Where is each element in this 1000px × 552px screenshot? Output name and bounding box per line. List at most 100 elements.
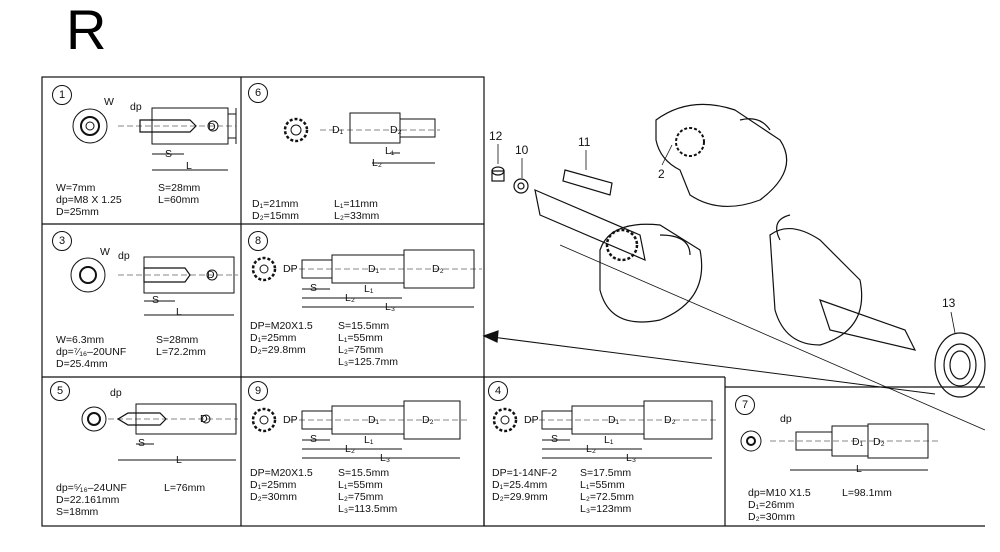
panel-1-spec-2: dp=M8 X 1.25: [56, 194, 122, 206]
panel-9-spec-7: L₃=113.5mm: [338, 503, 398, 515]
dim-s-9: S: [310, 433, 318, 445]
dim-d-3: D: [207, 269, 215, 281]
dim-d-5: D: [200, 413, 208, 425]
dim-d2-6: D₂: [390, 124, 402, 136]
dim-l1-9: L₁: [364, 434, 374, 446]
dim-s-1: S: [165, 148, 173, 160]
callout-2: 2: [658, 167, 665, 181]
panel-7-spec-4: L=98.1mm: [842, 487, 892, 499]
callout-12: 12: [489, 129, 503, 143]
panel-5-spec-2: D=22.161mm: [56, 494, 120, 506]
dim-l3-8: L₃: [385, 301, 396, 313]
dim-l2-9: L₂: [345, 443, 355, 455]
dim-dp-8: DP: [283, 263, 298, 275]
dim-w-3: W: [100, 246, 110, 258]
dim-l-5: L: [176, 454, 182, 466]
panel-3-spec-5: L=72.2mm: [156, 346, 206, 358]
dim-w-1: W: [104, 96, 114, 108]
panel-6-spec-1: D₁=21mm: [252, 198, 299, 210]
panel-3-spec-4: S=28mm: [156, 334, 199, 346]
panel-4-spec-7: L₃=123mm: [580, 503, 632, 515]
panel-1-number: 1: [52, 85, 72, 105]
dim-l3-9: L₃: [380, 452, 391, 464]
dim-l1-8: L₁: [364, 283, 374, 295]
dim-d1-8: D₁: [368, 263, 380, 275]
panel-5-number: 5: [50, 381, 70, 401]
panel-3-spec-2: dp=⁷⁄₁₆–20UNF: [56, 346, 127, 358]
panel-3-number: 3: [52, 231, 72, 251]
panel-3-spec-1: W=6.3mm: [56, 334, 105, 346]
panel-6-spec-2: D₂=15mm: [252, 210, 299, 222]
panel-6-spec-3: L₁=11mm: [334, 198, 378, 210]
dim-d2-4: D₂: [664, 414, 676, 426]
dim-l2-6: L₂: [372, 157, 382, 169]
panel-1-spec-5: L=60mm: [158, 194, 200, 206]
panel-1-spec-3: D=25mm: [56, 206, 99, 218]
panel-8-spec-1: DP=M20X1.5: [250, 320, 313, 332]
callout-13: 13: [942, 296, 956, 310]
panel-1-spec-1: W=7mm: [56, 182, 96, 194]
panel-8-spec-4: S=15.5mm: [338, 320, 390, 332]
panel-8-spec-3: D₂=29.8mm: [250, 344, 306, 356]
panel-5-spec-3: S=18mm: [56, 506, 99, 518]
dim-dp-7: dp: [780, 413, 792, 425]
dim-d1-4: D₁: [608, 414, 620, 426]
panel-8-spec-6: L₂=75mm: [338, 344, 384, 356]
dim-dp-3: dp: [118, 250, 130, 262]
panel-9-spec-1: DP=M20X1.5: [250, 467, 313, 479]
dim-d1-9: D₁: [368, 414, 380, 426]
panel-7-spec-1: dp=M10 X1.5: [748, 487, 811, 499]
panel-8-spec-5: L₁=55mm: [338, 332, 383, 344]
dim-s-4: S: [551, 433, 559, 445]
panel-4-spec-2: D₁=25.4mm: [492, 479, 548, 491]
dim-d1-7: D₁: [852, 436, 864, 448]
dim-l3-4: L₃: [626, 452, 637, 464]
panel-6-spec-4: L₂=33mm: [334, 210, 380, 222]
panel-9-number: 9: [248, 381, 268, 401]
panel-4-spec-4: S=17.5mm: [580, 467, 632, 479]
panel-8-spec-2: D₁=25mm: [250, 332, 297, 344]
callout-10: 10: [515, 143, 529, 157]
panel-4-spec-1: DP=1-14NF-2: [492, 467, 558, 479]
panel-3-spec-3: D=25.4mm: [56, 358, 108, 370]
panel-7-spec-2: D₁=26mm: [748, 499, 795, 511]
callout-11: 11: [578, 135, 591, 149]
dim-dp-9: DP: [283, 414, 298, 426]
panel-6-number: 6: [248, 83, 268, 103]
dim-s-5: S: [138, 437, 146, 449]
dim-s-3: S: [152, 294, 160, 306]
dim-l1-4: L₁: [604, 434, 614, 446]
panel-4-spec-3: D₂=29.9mm: [492, 491, 548, 503]
panel-9-spec-3: D₂=30mm: [250, 491, 297, 503]
panel-4-spec-6: L₂=72.5mm: [580, 491, 634, 503]
dim-l1-6: L₁: [385, 145, 395, 157]
panel-4-spec-5: L₁=55mm: [580, 479, 625, 491]
panel-7-number: 7: [735, 395, 755, 415]
dim-l2-8: L₂: [345, 292, 355, 304]
panel-7-spec-3: D₂=30mm: [748, 511, 795, 523]
panel-4-number: 4: [488, 381, 508, 401]
dim-d2-7: D₂: [873, 436, 885, 448]
dim-d1-6: D₁: [332, 124, 344, 136]
panel-9-spec-4: S=15.5mm: [338, 467, 390, 479]
panel-8-number: 8: [248, 231, 268, 251]
dim-l2-4: L₂: [586, 443, 596, 455]
dim-d2-8: D₂: [432, 263, 444, 275]
panel-8-spec-7: L₃=125.7mm: [338, 356, 399, 368]
panel-9-spec-6: L₂=75mm: [338, 491, 384, 503]
panel-9-spec-2: D₁=25mm: [250, 479, 297, 491]
dim-l-7: L: [856, 463, 862, 475]
panel-5-spec-1: dp=⁵⁄₁₆–24UNF: [56, 482, 127, 494]
panel-1-spec-4: S=28mm: [158, 182, 201, 194]
dim-dp-1: dp: [130, 101, 142, 113]
dim-l-3: L: [176, 306, 182, 318]
dim-dp-4: DP: [524, 414, 539, 426]
dim-d-1: D: [208, 121, 216, 133]
panel-9-spec-5: L₁=55mm: [338, 479, 383, 491]
panel-5-spec-4: L=76mm: [164, 482, 206, 494]
dim-d2-9: D₂: [422, 414, 434, 426]
section-letter: R: [66, 0, 107, 61]
dim-l-1: L: [186, 160, 192, 172]
